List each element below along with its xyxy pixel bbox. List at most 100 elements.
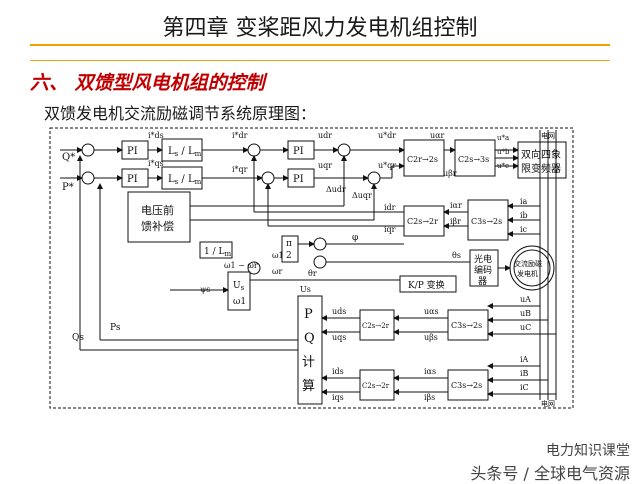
dashed-frame xyxy=(49,127,574,409)
watermark-line-2: 头条号 / 全球电气资源 xyxy=(470,464,630,483)
generator-circle xyxy=(513,249,551,287)
pq-char-q: Q xyxy=(304,331,315,346)
sum-node-uqr xyxy=(367,171,381,185)
converter-label-1: 双向四象 xyxy=(521,148,561,161)
sig-dudr: Δudr xyxy=(326,185,346,194)
c3s2s-bot-label: C3s→2s xyxy=(451,381,482,390)
sig-duqr: Δuqr xyxy=(352,191,372,200)
c3s2s-block-low xyxy=(447,309,489,341)
sum-node-udr xyxy=(337,143,351,157)
sig-phi: φ xyxy=(352,233,358,243)
sig-theta-s: θs xyxy=(452,251,461,260)
diagram-caption: 双馈发电机交流励磁调节系统原理图： xyxy=(44,104,317,123)
sig-q-ref: Q* xyxy=(62,152,75,163)
sig-ualpha: uαr xyxy=(430,131,445,140)
sum-node-q xyxy=(81,143,95,157)
title-rule-top xyxy=(30,44,610,46)
sig-iqs: iqs xyxy=(332,393,344,402)
sum-node-omega xyxy=(247,261,261,275)
sig-ualpha-s: uαs xyxy=(424,307,439,316)
c2s3s-top-label: C2s→3s xyxy=(458,155,489,164)
c2s2r-block-bot xyxy=(359,369,395,401)
converter-label-2: 限变频器 xyxy=(521,162,561,175)
pq-char-p: P xyxy=(304,307,313,322)
c3s2s-low-label: C3s→2s xyxy=(451,321,482,330)
sig-ubeta-s: uβs xyxy=(424,333,438,342)
sig-ib: ib xyxy=(520,211,528,220)
encoder-label-1: 光电 xyxy=(474,253,492,265)
c2s2r-mid-label: C2s→2r xyxy=(407,217,438,226)
sig-idr: idr xyxy=(384,203,396,212)
c2s2r-block-mid xyxy=(403,205,445,237)
grid-label-top: 电网 xyxy=(541,131,555,140)
sig-ids-ref: i*ds xyxy=(148,131,164,140)
sum-node-id xyxy=(247,143,261,157)
sig-udr: udr xyxy=(318,131,332,140)
sig-iA: iA xyxy=(520,355,529,364)
sig-ibeta-r: iβr xyxy=(450,217,461,226)
ls-lm-p-label: Ls / Lm xyxy=(168,174,202,186)
sig-uC: uC xyxy=(520,323,531,332)
c2s2r-low-label: C2s→2r xyxy=(362,322,390,330)
pi-p-label: PI xyxy=(127,174,138,185)
inverse-lm-label: 1 / Lm xyxy=(204,247,231,258)
c2r2s-block-top xyxy=(403,139,445,177)
sum-node-p xyxy=(81,171,95,185)
sum-node-theta xyxy=(313,255,327,269)
pq-char-suan: 算 xyxy=(302,379,315,394)
sig-uds: uds xyxy=(332,307,346,316)
title-rule-bottom xyxy=(30,60,610,61)
sig-idr-ref: i*dr xyxy=(232,131,248,140)
sig-iC: iC xyxy=(520,383,529,392)
machine-label-1: 交流励磁 xyxy=(514,259,542,268)
slide-title: 第四章 变桨距风力发电机组控制 xyxy=(162,16,478,41)
encoder-label-3: 器 xyxy=(478,276,487,287)
sig-omega-r: ωr xyxy=(272,267,283,276)
sig-ub: u*b xyxy=(497,148,510,156)
sig-uc: u*c xyxy=(497,162,509,170)
sig-iB: iB xyxy=(520,369,529,378)
feedforward-label-1: 电压前 xyxy=(141,203,174,217)
pi-over-2-den: 2 xyxy=(286,251,292,261)
sig-ibeta-s: iβs xyxy=(424,393,435,402)
sig-omega-diff: ω1 − ωr xyxy=(224,261,258,270)
c2r2s-top-label: C2r→2s xyxy=(407,155,438,164)
sig-ua: u*a xyxy=(497,134,509,142)
sig-us: Us xyxy=(300,285,311,294)
sig-uqr-star: u*qr xyxy=(378,161,396,170)
converter-block xyxy=(517,141,567,179)
pi-iq-label: PI xyxy=(293,174,304,185)
kp-transform-block xyxy=(399,275,457,293)
kp-label: K/P 变换 xyxy=(408,279,445,291)
sig-uqs: uqs xyxy=(332,333,346,342)
sig-ic: ic xyxy=(520,225,528,234)
us-label: Us xyxy=(233,281,245,292)
pq-char-ji: 计 xyxy=(302,355,315,370)
sig-ialpha-s: iαs xyxy=(424,367,436,376)
sum-node-angle xyxy=(313,237,327,251)
c3s2s-mid-label: C3s→2s xyxy=(471,217,502,226)
sig-ubeta: uβr xyxy=(443,169,457,178)
feedforward-label-2: 馈补偿 xyxy=(141,219,174,233)
omega-s-label: ω1 xyxy=(233,297,246,307)
sig-uqr: uqr xyxy=(318,161,332,170)
c2s2r-bot-label: C2s→2r xyxy=(362,382,390,390)
pi-over-2-block xyxy=(281,235,299,263)
pi-id-label: PI xyxy=(293,146,304,157)
sig-omega1: ω1 xyxy=(272,251,284,260)
sig-q-fb: Qs xyxy=(72,333,84,343)
sig-udr-star: u*dr xyxy=(378,131,396,140)
sig-iqr-ref: i*qr xyxy=(232,165,248,174)
sig-iqs-ref: i*qs xyxy=(148,159,164,168)
ls-lm-q-label: Ls / Lm xyxy=(168,146,202,158)
machine-label-2: 发电机 xyxy=(517,269,538,278)
pi-q-label: PI xyxy=(127,146,138,157)
grid-label-bottom: 电网 xyxy=(541,399,555,408)
sig-ialpha-r: iαr xyxy=(450,201,462,210)
pi-over-2-num: π xyxy=(286,239,292,249)
sum-node-iq xyxy=(261,171,275,185)
sig-iqr: iqr xyxy=(384,225,396,234)
watermark-line-1: 电力知识课堂 xyxy=(546,443,630,459)
inverse-lm-block xyxy=(199,241,233,259)
